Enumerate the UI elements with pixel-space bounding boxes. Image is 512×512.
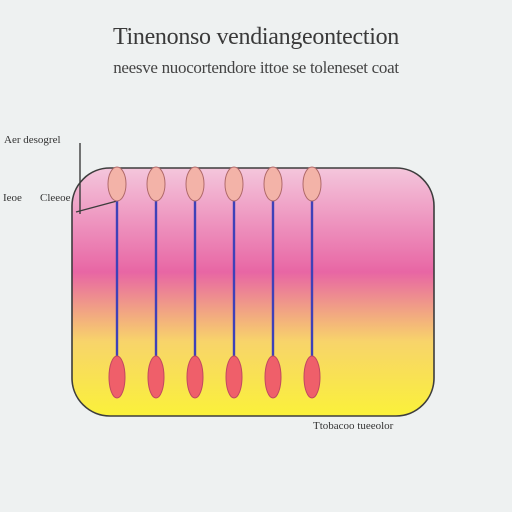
rod-bottom-bulb: [225, 355, 243, 399]
rod-array: [107, 166, 322, 399]
rod-top-bulb: [185, 166, 205, 202]
frame-outline: [71, 167, 435, 417]
label-top-left: Aer desogrel: [4, 134, 61, 146]
rod-4: [224, 166, 244, 399]
rod-3: [185, 166, 205, 399]
rod-top-bulb: [302, 166, 322, 202]
label-bottom-right: Ttobacoo tueeolor: [313, 420, 394, 432]
rod-top-bulb: [107, 166, 127, 202]
rod-bottom-bulb: [147, 355, 165, 399]
rod-top-bulb: [146, 166, 166, 202]
rod-top-bulb: [224, 166, 244, 202]
rod-5: [263, 166, 283, 399]
band-gradient-fill: [72, 168, 434, 416]
rod-bottom-bulb: [264, 355, 282, 399]
label-middle-left: Ieoe: [3, 192, 22, 204]
rod-bottom-bulb: [303, 355, 321, 399]
rod-6: [302, 166, 322, 399]
rod-bottom-bulb: [108, 355, 126, 399]
background-bands: [72, 168, 434, 416]
rod-bottom-bulb: [186, 355, 204, 399]
diagram-title: Tinenonso vendiangeontection: [112, 24, 399, 50]
diagram-subtitle: neesve nuocortendore ittoe se toleneset …: [113, 58, 399, 77]
rod-2: [146, 166, 166, 399]
label-middle-left-2: Cleeoe: [40, 192, 71, 204]
rod-1: [107, 166, 127, 399]
leader-line-diagonal: [75, 200, 118, 213]
rod-top-bulb: [263, 166, 283, 202]
